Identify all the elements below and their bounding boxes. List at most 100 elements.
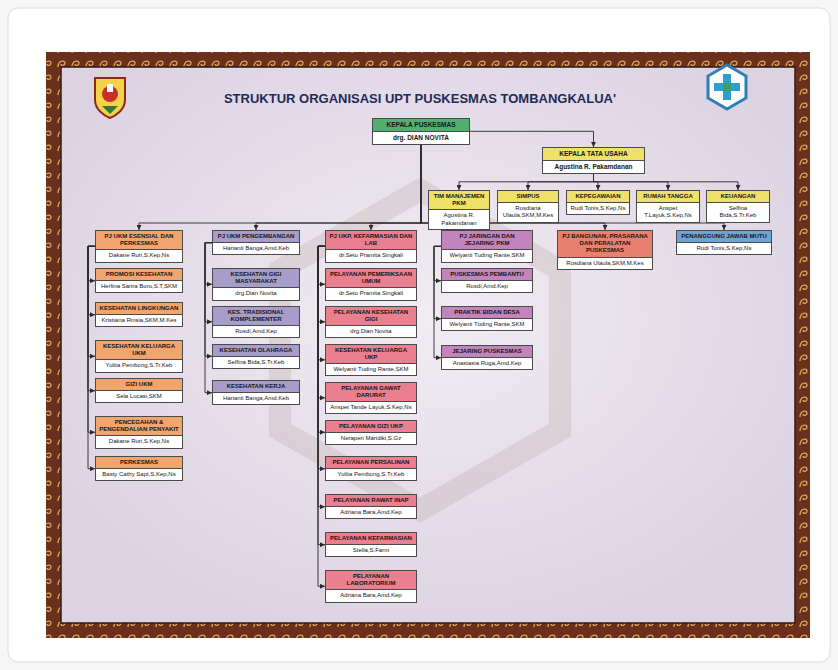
- person-name: Yulita Pembong,S.Tr.Keb: [96, 360, 182, 371]
- person-name: Welyanti Tuding Rante,SKM: [326, 364, 416, 375]
- person-name: Anastasia Ruga,Amd.Kep: [442, 358, 532, 369]
- org-box: PELAYANAN LABORATORIUMAdriana Bara,Amd.K…: [325, 570, 417, 603]
- org-connector: [434, 246, 441, 280]
- org-connector: [470, 131, 594, 147]
- org-box: SIMPUSRosdiana Ulaula,SKM,M.Kes: [497, 190, 559, 223]
- person-name: drg.Dian Novita: [213, 288, 299, 299]
- unit-title: KESEHATAN OLAHRAGA: [213, 345, 299, 357]
- org-box: PERKESMASBasty Cathy Sapt,S.Kep,Ns: [95, 456, 183, 481]
- org-box: KEUANGANSelfina Bida,S.Tr.Keb: [706, 190, 770, 223]
- org-connector: [318, 246, 325, 284]
- org-connector: [88, 246, 95, 390]
- unit-title: GIZI UKM: [96, 379, 182, 391]
- org-box: PELAYANAN GIZI UKPNeraperi Maridiki,S.Gz: [325, 420, 417, 445]
- org-connector: [318, 246, 325, 506]
- person-name: Yulita Pembong,S.Tr.Keb: [326, 469, 416, 480]
- org-box: KESEHATAN KELUARGA UKMYulita Pembong,S.T…: [95, 340, 183, 373]
- org-box: KESEHATAN KELUARGA UKPWelyanti Tuding Ra…: [325, 344, 417, 377]
- org-connector: [88, 246, 95, 280]
- unit-title: KESEHATAN LINGKUNGAN: [96, 303, 182, 315]
- unit-title: SIMPUS: [498, 191, 558, 203]
- unit-title: PELAYANAN PERSALINAN: [326, 457, 416, 469]
- org-box: PJ BANGUNAN, PRASARANA DAN PERALATAN PUS…: [557, 230, 653, 270]
- person-name: Selfina Bida,S.Tr.Keb: [213, 357, 299, 368]
- person-name: Welyanti Tuding Rante,SKM: [442, 319, 532, 330]
- org-connector: [88, 246, 95, 432]
- org-box: PJ UKM PENGEMBANGANHarianti Banga,Amd.Ke…: [212, 230, 300, 255]
- org-connector: [205, 243, 212, 322]
- person-name: Stella,S.Farm: [326, 545, 416, 556]
- org-box: PELAYANAN GAWAT DARURATAnspet Tande Layu…: [325, 382, 417, 415]
- person-name: Agustina R. Pakamdanan: [429, 210, 489, 228]
- unit-title: KEPALA TATA USAHA: [543, 148, 644, 161]
- org-box: KESEHATAN LINGKUNGANKristiana Rinsia,SKM…: [95, 302, 183, 327]
- org-box: PELAYANAN PERSALINANYulita Pembong,S.Tr.…: [325, 456, 417, 481]
- watermark-emblem: [280, 190, 560, 510]
- unit-title: KESEHATAN KERJA: [213, 381, 299, 393]
- org-box: PELAYANAN PEMERIKSAAN UMUMdr.Seto Pramit…: [325, 268, 417, 301]
- person-name: Neraperi Maridiki,S.Gz: [326, 433, 416, 444]
- person-name: Herlina Sarira Boro,S.T,SKM: [96, 281, 182, 292]
- person-name: Rosdiana Ulaula,SKM,M.Kes: [498, 203, 558, 221]
- person-name: dr.Seto Pramita Singkali: [326, 288, 416, 299]
- person-name: Welyanti Tuding Rante,SKM: [442, 250, 532, 261]
- unit-title: JEJARING PUSKESMAS: [442, 346, 532, 358]
- person-name: Dakane Ruri,S.Kep,Ns: [96, 250, 182, 261]
- person-name: Rosdi,Amd.Kep: [213, 326, 299, 337]
- puskesmas-logo: [708, 65, 746, 109]
- unit-title: KES. TRADISIONAL KOMPLEMENTER: [213, 307, 299, 326]
- unit-title: KESEHATAN KELUARGA UKP: [326, 345, 416, 364]
- person-name: Rosdiana Ulaula,SKM,M.Kes: [558, 258, 652, 269]
- org-box: PELAYANAN RAWAT INAPAdriana Bara,Amd.Kep: [325, 494, 417, 519]
- org-connector: [318, 246, 325, 586]
- org-connector: [459, 174, 594, 190]
- unit-title: PJ BANGUNAN, PRASARANA DAN PERALATAN PUS…: [558, 231, 652, 258]
- person-name: Adriana Bara,Amd.Kep: [326, 590, 416, 601]
- org-connector: [318, 246, 325, 360]
- org-box: TIM MANAJEMEN PKMAgustina R. Pakamdanan: [428, 190, 490, 230]
- person-name: Harianti Banga,Amd.Keb: [213, 393, 299, 404]
- org-box: PENCEGAHAN & PENGENDALIAN PENYAKITDakane…: [95, 416, 183, 449]
- person-name: Anspet T.Layuk,S.Kep,Ns: [637, 203, 699, 221]
- org-box: PUSKESMAS PEMBANTURosdi,Amd.Kep: [441, 268, 533, 293]
- person-name: drg.Dian Novita: [326, 326, 416, 337]
- unit-title: PENANGGUNG JAWAB MUTU: [677, 231, 771, 243]
- org-connector: [139, 145, 421, 230]
- org-connector: [421, 145, 724, 230]
- unit-title: PELAYANAN KESEHATAN GIGI: [326, 307, 416, 326]
- org-connector: [318, 246, 325, 398]
- person-name: Dakane Ruri,S.Kep,Ns: [96, 436, 182, 447]
- org-connector: [594, 174, 739, 190]
- org-box: KEPEGAWAIANRudi Tonis,S.Kep,Ns: [566, 190, 630, 215]
- org-box: PROMOSI KESEHATANHerlina Sarira Boro,S.T…: [95, 268, 183, 293]
- unit-title: PJ JARINGAN DAN JEJARING PKM: [442, 231, 532, 250]
- unit-title: PERKESMAS: [96, 457, 182, 469]
- org-connector: [88, 246, 95, 356]
- org-box: PELAYANAN KEFARMASIANStella,S.Farm: [325, 532, 417, 557]
- unit-title: KEPALA PUSKESMAS: [373, 119, 469, 132]
- unit-title: PRAKTIK BIDAN DESA: [442, 307, 532, 319]
- org-connector: [88, 246, 95, 468]
- org-box: KESEHATAN OLAHRAGASelfina Bida,S.Tr.Keb: [212, 344, 300, 369]
- unit-title: KEPEGAWAIAN: [567, 191, 629, 203]
- unit-title: KESEHATAN KELUARGA UKM: [96, 341, 182, 360]
- org-connector: [205, 243, 212, 357]
- org-connector: [318, 246, 325, 468]
- person-name: Rudi Tonis,S.Kep,Ns: [567, 203, 629, 214]
- district-logo: [95, 78, 125, 118]
- batik-frame: [46, 52, 810, 638]
- board-panel: [61, 67, 795, 623]
- org-box: PJ JARINGAN DAN JEJARING PKMWelyanti Tud…: [441, 230, 533, 263]
- org-box: KEPALA TATA USAHAAgustina R. Pakamdanan: [542, 147, 645, 174]
- person-name: Adriana Bara,Amd.Kep: [326, 507, 416, 518]
- org-box: RUMAH TANGGAAnspet T.Layuk,S.Kep,Ns: [636, 190, 700, 223]
- org-connector: [205, 243, 212, 285]
- person-name: Sela Lucasi,SKM: [96, 391, 182, 402]
- person-name: Selfina Bida,S.Tr.Keb: [707, 203, 769, 221]
- unit-title: RUMAH TANGGA: [637, 191, 699, 203]
- org-box: KES. TRADISIONAL KOMPLEMENTERRosdi,Amd.K…: [212, 306, 300, 339]
- person-name: Rudi Tonis,S.Kep,Ns: [677, 243, 771, 254]
- person-name: Basty Cathy Sapt,S.Kep,Ns: [96, 469, 182, 480]
- org-box: KESEHATAN KERJAHarianti Banga,Amd.Keb: [212, 380, 300, 405]
- unit-title: TIM MANAJEMEN PKM: [429, 191, 489, 210]
